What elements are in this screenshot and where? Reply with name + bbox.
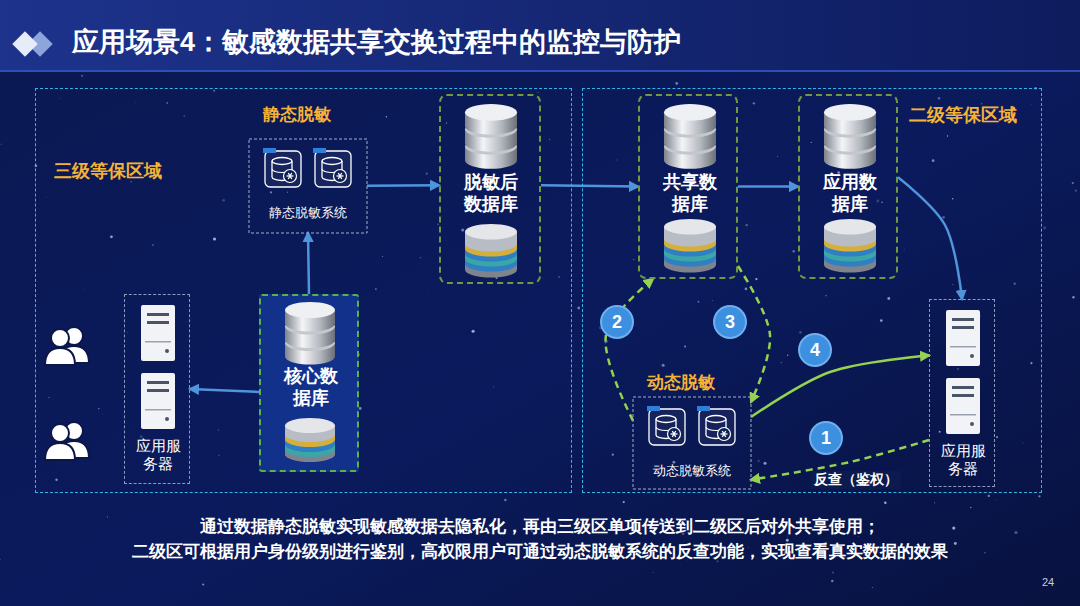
database-box: 核心数据库	[259, 294, 359, 472]
security-zone: 三级等保区域 静态脱敏静态脱敏系统核心数据库应用服务器 脱敏后数据库	[35, 88, 572, 493]
sys-icon	[647, 406, 685, 445]
database-box: 脱敏后数据库	[439, 94, 541, 284]
flow-arrow	[751, 355, 929, 417]
server-icon	[141, 305, 175, 361]
dynamic-masking-box: 动态脱敏动态脱敏系统	[633, 373, 751, 489]
server-icon	[946, 310, 980, 366]
flow-arrow	[367, 184, 439, 187]
dashed-arrow	[738, 266, 770, 402]
heading-label: 静态脱敏	[263, 105, 363, 126]
static-masking-box: 静态脱敏静态脱敏系统	[249, 105, 367, 233]
sys-icon	[263, 148, 301, 187]
dashed-arrow	[605, 279, 653, 421]
flow-arrow	[308, 233, 309, 294]
page-title: 应用场景4：敏感数据共享交换过程中的监控与防护	[72, 26, 972, 59]
edge-label: 反查（鉴权）	[811, 471, 901, 489]
caption: 通过数据静态脱敏实现敏感数据去隐私化，再由三级区单项传送到二级区后对外共享使用；…	[100, 514, 980, 564]
callout-number: 3	[715, 307, 745, 337]
callout-number: 1	[811, 423, 841, 453]
frame-icon	[249, 139, 367, 233]
server-icon	[946, 378, 980, 434]
node-label: 核心数据库	[282, 366, 340, 410]
title-diamond	[12, 31, 52, 56]
disk-icon	[664, 219, 716, 273]
node-label: 共享数据库	[661, 172, 719, 216]
database-box: 共享数据库	[638, 94, 738, 279]
flow-arrow	[738, 185, 798, 188]
disk-icon	[285, 418, 335, 462]
node-label: 静态脱敏系统	[249, 205, 367, 221]
server-box: 应用服务器	[929, 299, 995, 487]
node-label: 应用服务器	[935, 442, 991, 479]
heading-label: 二级等保区域	[909, 105, 1039, 127]
server-box: 应用服务器	[124, 294, 190, 484]
title-bar	[0, 0, 1080, 72]
db-icon	[824, 104, 876, 169]
flow-arrow	[541, 185, 638, 186]
node-label: 脱敏后数据库	[462, 172, 520, 216]
db-icon	[285, 302, 335, 365]
heading-label: 动态脱敏	[647, 373, 747, 394]
node-icons	[930, 300, 996, 488]
node-label: 应用数据库	[821, 172, 879, 216]
node-label: 动态脱敏系统	[633, 463, 751, 479]
disk-icon	[465, 224, 517, 278]
db-icon	[664, 104, 716, 169]
user-icon	[45, 422, 89, 460]
sys-icon	[697, 406, 735, 445]
stars	[0, 75, 1077, 588]
user-icon	[45, 327, 89, 365]
flow-arrow	[190, 389, 259, 392]
callout-number: 4	[800, 335, 830, 365]
db-icon	[465, 104, 517, 169]
disk-icon	[824, 219, 876, 273]
node-label: 应用服务器	[130, 437, 186, 474]
title-rule	[0, 70, 1080, 72]
sys-icon	[313, 148, 351, 187]
server-icon	[141, 373, 175, 429]
page-number: 24	[1042, 576, 1054, 589]
heading-label: 三级等保区域	[54, 161, 184, 183]
callout-number: 2	[602, 307, 632, 337]
flow-arrow	[898, 177, 962, 299]
database-box: 应用数据库	[798, 94, 898, 279]
frame-icon	[633, 397, 751, 489]
